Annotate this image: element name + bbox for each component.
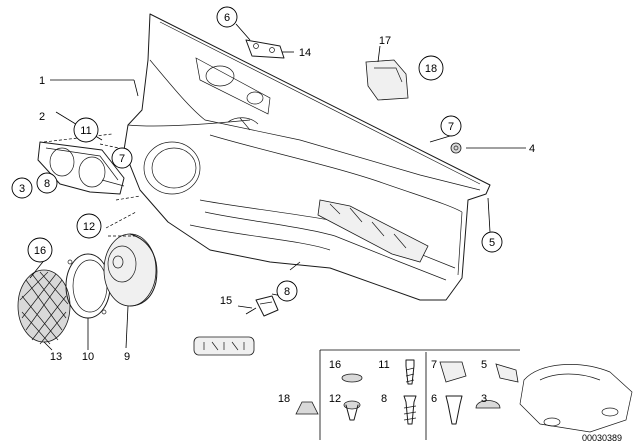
legend-label-8: 8 (381, 393, 387, 405)
callout-2-label: 2 (39, 111, 45, 123)
emblem (193, 336, 255, 356)
callout-16-label: 16 (34, 245, 46, 257)
callout-13: 13 (50, 351, 62, 363)
callout-7-upper: 7 (440, 115, 462, 137)
legend-label-3: 3 (481, 393, 487, 405)
callout-8-left: 8 (36, 172, 58, 194)
callout-6-label: 6 (224, 12, 230, 24)
callout-12: 12 (76, 213, 102, 239)
callout-8-bottom: 8 (276, 280, 298, 302)
callout-10-label: 10 (82, 351, 94, 363)
callout-7-left-label: 7 (119, 153, 125, 165)
callout-6: 6 (216, 6, 238, 28)
callout-1: 1 (39, 75, 45, 87)
callout-13-label: 13 (50, 351, 62, 363)
callout-14: 14 (299, 47, 311, 59)
legend-label-12: 12 (329, 393, 341, 405)
callout-15: 15 (220, 295, 232, 307)
callout-12-label: 12 (83, 221, 95, 233)
callout-11: 11 (73, 117, 99, 143)
callout-16: 16 (27, 237, 53, 263)
legend-label-18: 18 (278, 393, 290, 405)
speaker-grille (17, 269, 71, 345)
callout-1-label: 1 (39, 75, 45, 87)
callout-9: 9 (124, 351, 130, 363)
callout-10: 10 (82, 351, 94, 363)
callout-17: 17 (379, 35, 391, 47)
callout-14-label: 14 (299, 47, 311, 59)
callout-7-upper-label: 7 (448, 121, 454, 133)
callout-5-label: 5 (489, 237, 495, 249)
callout-2: 2 (39, 111, 45, 123)
legend-label-6: 6 (431, 393, 437, 405)
callout-3: 3 (11, 177, 33, 199)
callout-4: 4 (529, 143, 535, 155)
legend-label-5: 5 (481, 359, 487, 371)
leader-lines (29, 23, 526, 351)
callout-18-label: 18 (425, 63, 437, 75)
callout-9-label: 9 (124, 351, 130, 363)
callout-8-bottom-label: 8 (284, 286, 290, 298)
legend-label-11: 11 (378, 359, 389, 371)
tweeter-bracket (37, 141, 125, 195)
nut (450, 142, 462, 154)
clip-15 (255, 295, 279, 317)
speaker-ring (65, 253, 111, 319)
part-number: 00030389 (582, 433, 622, 443)
clip-bracket (365, 59, 409, 101)
door-trim-panel (123, 13, 491, 301)
legend-labels: 16 11 7 5 12 8 6 3 18 (278, 359, 487, 405)
legend-label-7: 7 (431, 359, 437, 371)
callout-4-label: 4 (529, 143, 535, 155)
callout-3-label: 3 (19, 183, 25, 195)
callout-11-label: 11 (80, 125, 91, 137)
callout-17-label: 17 (379, 35, 391, 47)
callout-7-left: 7 (111, 147, 133, 169)
callout-8-left-label: 8 (44, 178, 50, 190)
callout-18: 18 (418, 55, 444, 81)
callout-15-label: 15 (220, 295, 232, 307)
fastener-legend (295, 349, 633, 440)
handle-bracket (245, 39, 285, 59)
legend-label-16: 16 (329, 359, 341, 371)
callout-5: 5 (481, 231, 503, 253)
speaker (103, 233, 158, 307)
